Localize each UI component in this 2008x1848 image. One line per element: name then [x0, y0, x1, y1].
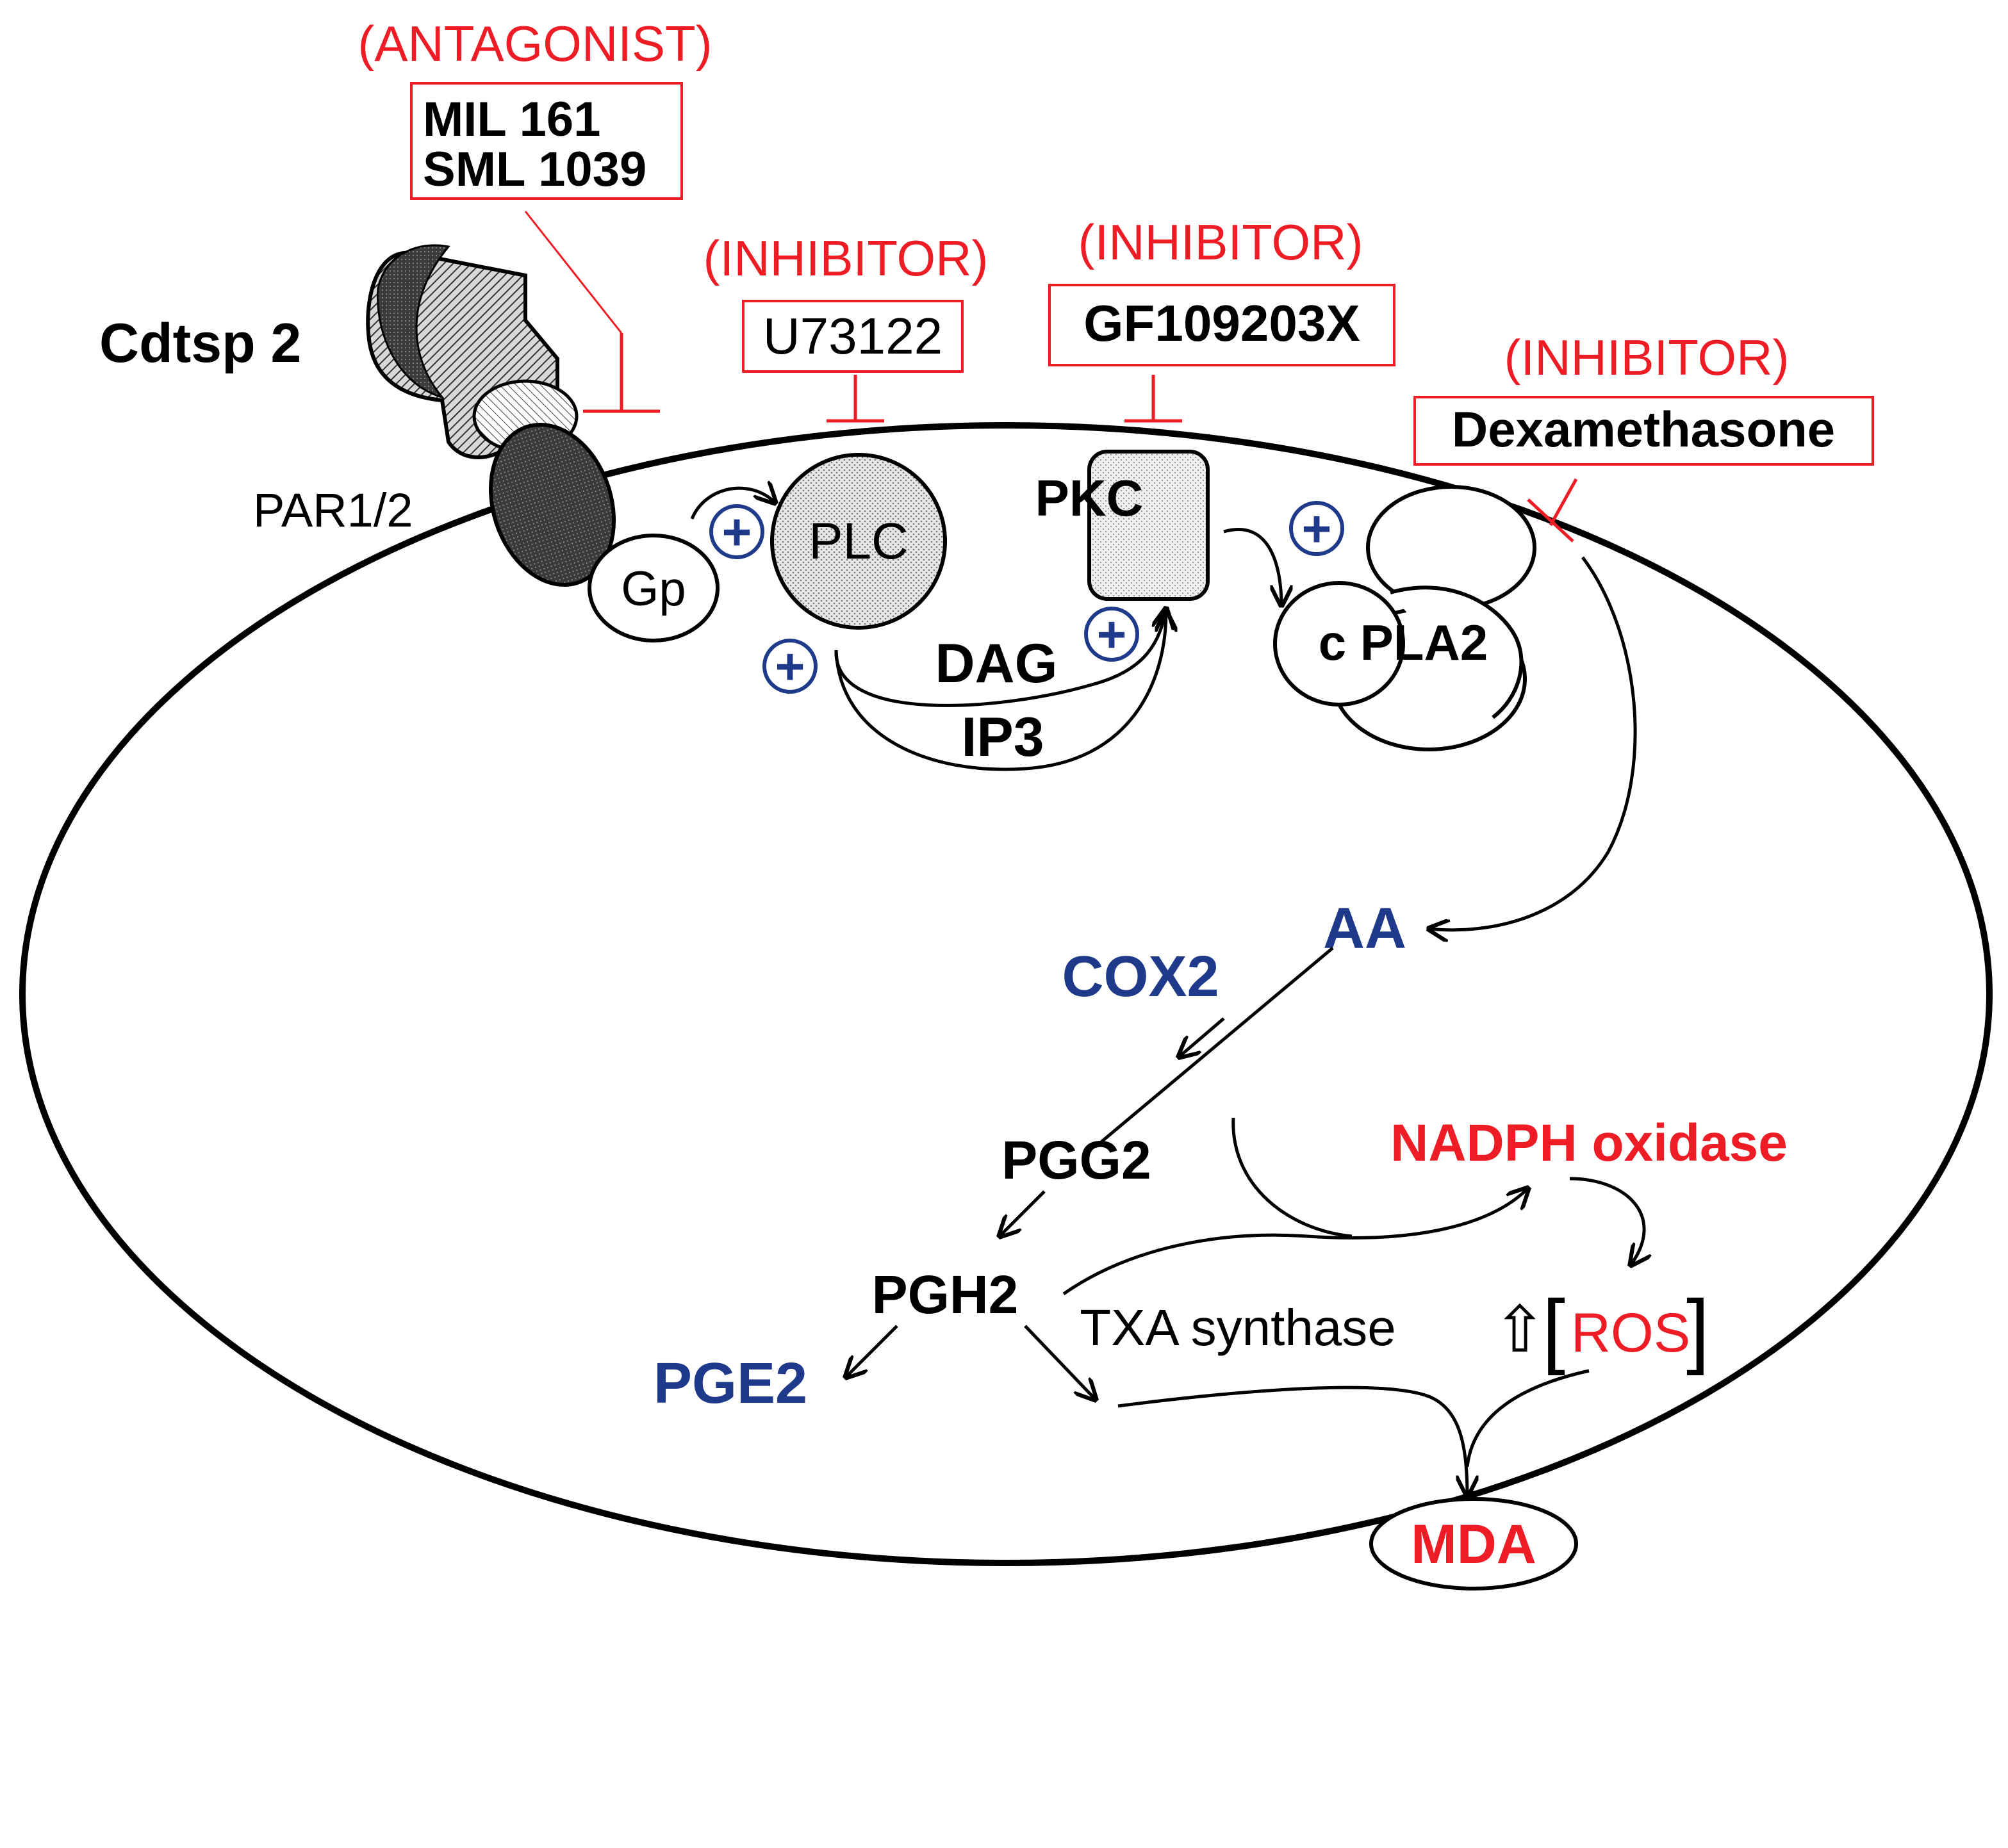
up-arrow-icon: ⇧: [1493, 1294, 1547, 1366]
cdtsp2-ligand-shape: [366, 244, 579, 459]
plus-icon: +: [762, 638, 818, 695]
inhibitor-2-drug: GF109203X: [1083, 295, 1360, 352]
pkc-to-cpla2-arrow: [1223, 528, 1281, 605]
inhibitor-3-header: (INHIBITOR): [1504, 329, 1790, 386]
inhibitor-2-mark: [1124, 375, 1182, 423]
antagonist-box: [410, 82, 683, 200]
cox2-label: COX2: [1062, 945, 1219, 1009]
pge2-label: PGE2: [654, 1352, 807, 1416]
cpla2-to-aa-arrow: [1429, 556, 1637, 930]
pgg2-label: PGG2: [1001, 1130, 1151, 1190]
pgh2-to-nadph-arrow: [1062, 1188, 1528, 1296]
pgh2-to-pge2-arrow: [846, 1325, 898, 1377]
svg-text:+: +: [722, 503, 752, 560]
par-receptor-label: PAR1/2: [253, 484, 413, 537]
inhibitor-1-mark: [827, 375, 884, 423]
txa-synthase-label: TXA synthase: [1080, 1299, 1396, 1356]
plc-enzyme-shape: [770, 453, 947, 630]
gp-protein-label: Gp: [621, 562, 686, 616]
ros-label: ROS: [1571, 1302, 1690, 1364]
plc-to-pkc-dag-arrow: [834, 609, 1166, 707]
cdtsp2-label: Cdtsp 2: [99, 313, 301, 374]
gp-to-plc-arrow: [690, 488, 775, 519]
nadph-to-ros-arrow: [1569, 1177, 1644, 1265]
nadph-oxidase-label: NADPH oxidase: [1390, 1114, 1788, 1172]
inhibitor-2-box: [1048, 284, 1395, 366]
plus-icon: +: [1084, 606, 1139, 663]
aa-to-pgg2-arrow: [1094, 947, 1334, 1148]
svg-text:+: +: [1302, 500, 1332, 557]
cpla2-enzyme-shape: [1273, 485, 1536, 751]
plus-icon: +: [1289, 500, 1344, 557]
inhibitor-3-drug: Dexamethasone: [1452, 401, 1835, 457]
aa-label: AA: [1323, 897, 1406, 961]
svg-text:+: +: [775, 638, 805, 695]
inhibitor-3-box: [1413, 396, 1874, 466]
pgg2-to-nadph-arrow: [1231, 1117, 1353, 1238]
svg-text:+: +: [1097, 606, 1127, 663]
pgg2-to-pgh2-arrow: [1000, 1190, 1046, 1236]
mda-oval: [1369, 1497, 1578, 1590]
pkc-enzyme-shape: [1087, 450, 1210, 601]
bracket-open: [: [1542, 1282, 1565, 1376]
inhibitor-1-box: [742, 300, 964, 373]
plc-label: PLC: [809, 512, 909, 569]
plus-icon: +: [709, 503, 764, 560]
dag-label: DAG: [935, 633, 1057, 694]
antagonist-header: (ANTAGONIST): [358, 15, 712, 72]
ros-to-mda-arrow: [1465, 1369, 1590, 1468]
ip3-label: IP3: [961, 707, 1044, 768]
par-receptor-shape: [488, 422, 616, 587]
inhibitor-1-drug: U73122: [763, 307, 942, 364]
txa-to-mda-arrow: [1117, 1386, 1467, 1496]
antagonist-drug-2: SML 1039: [423, 142, 646, 197]
antagonist-drug-1: MIL 161: [423, 92, 600, 147]
gp-protein-shape: [588, 534, 720, 642]
inhibitor-3-mark: [1527, 478, 1578, 543]
mda-label: MDA: [1411, 1514, 1536, 1575]
plc-to-pkc-ip3-arrow: [834, 612, 1166, 771]
cell-membrane: [19, 422, 1993, 1566]
antagonist-inhibit-mark: [583, 333, 660, 413]
pgh2-label: PGH2: [872, 1264, 1019, 1325]
pgh2-to-txa-arrow: [1024, 1325, 1096, 1400]
cox2-mark-arrow: [1179, 1017, 1225, 1057]
cpla2-label: c PLA2: [1319, 614, 1488, 671]
inhibitor-2-header: (INHIBITOR): [1078, 214, 1363, 270]
antagonist-connector: [524, 211, 623, 334]
pkc-label: PKC: [1035, 470, 1144, 527]
bracket-close: ]: [1686, 1282, 1709, 1376]
inhibitor-1-header: (INHIBITOR): [704, 230, 989, 286]
